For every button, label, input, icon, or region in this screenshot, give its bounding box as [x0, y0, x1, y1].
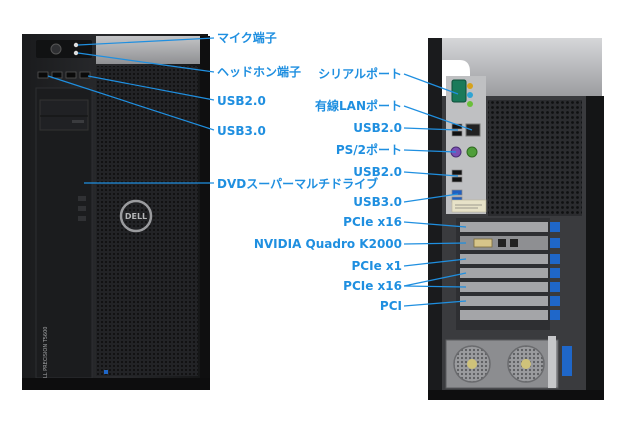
slot-pcie-x16-a [460, 222, 548, 232]
label-rear-usb30: USB3.0 [353, 195, 402, 209]
audio-jack-orange [467, 83, 473, 89]
lan-port [465, 123, 481, 137]
rear-usb3 [451, 189, 463, 196]
front-tower: DELL PRECISION T5600 DELL [22, 34, 210, 390]
audio-jack-blue [467, 92, 473, 98]
label-headphone-jack: ヘッドホン端子 [217, 65, 302, 79]
dell-logo: DELL [119, 199, 153, 233]
power-button [50, 43, 62, 55]
expansion-slots [456, 218, 560, 330]
serial-port [451, 79, 467, 103]
service-tag-sticker [451, 199, 487, 213]
label-dvd-drive: DVDスーパーマルチドライブ [217, 177, 379, 191]
label-front-usb20: USB2.0 [217, 94, 266, 108]
label-front-usb30: USB3.0 [217, 124, 266, 138]
slot-pci [460, 296, 548, 306]
label-pci: PCI [379, 299, 402, 313]
front-mic-jack [73, 42, 79, 48]
front-io-bezel [36, 40, 92, 58]
callout-lines [47, 37, 473, 307]
label-pcie-x16-a: PCIe x16 [343, 215, 402, 229]
rear-usb2-b [451, 169, 463, 176]
power-supply-unit [445, 339, 559, 389]
slot-pcie-x16-b1 [460, 268, 548, 278]
label-rear-usb20-b: USB2.0 [353, 165, 402, 179]
svg-text:DELL: DELL [125, 212, 147, 221]
rear-tower [428, 38, 604, 400]
front-headphone-jack [73, 50, 79, 56]
label-pcie-x1: PCIe x1 [351, 259, 402, 273]
label-serial-port: シリアルポート [318, 67, 402, 81]
optical-drive [39, 99, 89, 131]
label-gpu: NVIDIA Quadro K2000 [253, 237, 402, 251]
side-latch [562, 346, 572, 376]
rear-fan-mesh [488, 100, 582, 216]
front-mesh-grille [96, 66, 198, 376]
label-ps2-port: PS/2ポート [335, 143, 402, 157]
label-lan-port: 有線LANポート [315, 99, 402, 113]
front-usb-row [37, 71, 91, 79]
label-rear-usb20-a: USB2.0 [353, 121, 402, 135]
label-pcie-x16-b: PCIe x16 [343, 279, 402, 293]
slot-pcie-x16-b2 [460, 282, 548, 292]
label-mic-jack: マイク端子 [217, 31, 277, 45]
audio-jack-green [467, 101, 473, 107]
ps2-mouse-port [466, 146, 478, 158]
model-text: DELL PRECISION T5600 [43, 327, 49, 385]
slot-pcie-x1 [460, 254, 548, 264]
